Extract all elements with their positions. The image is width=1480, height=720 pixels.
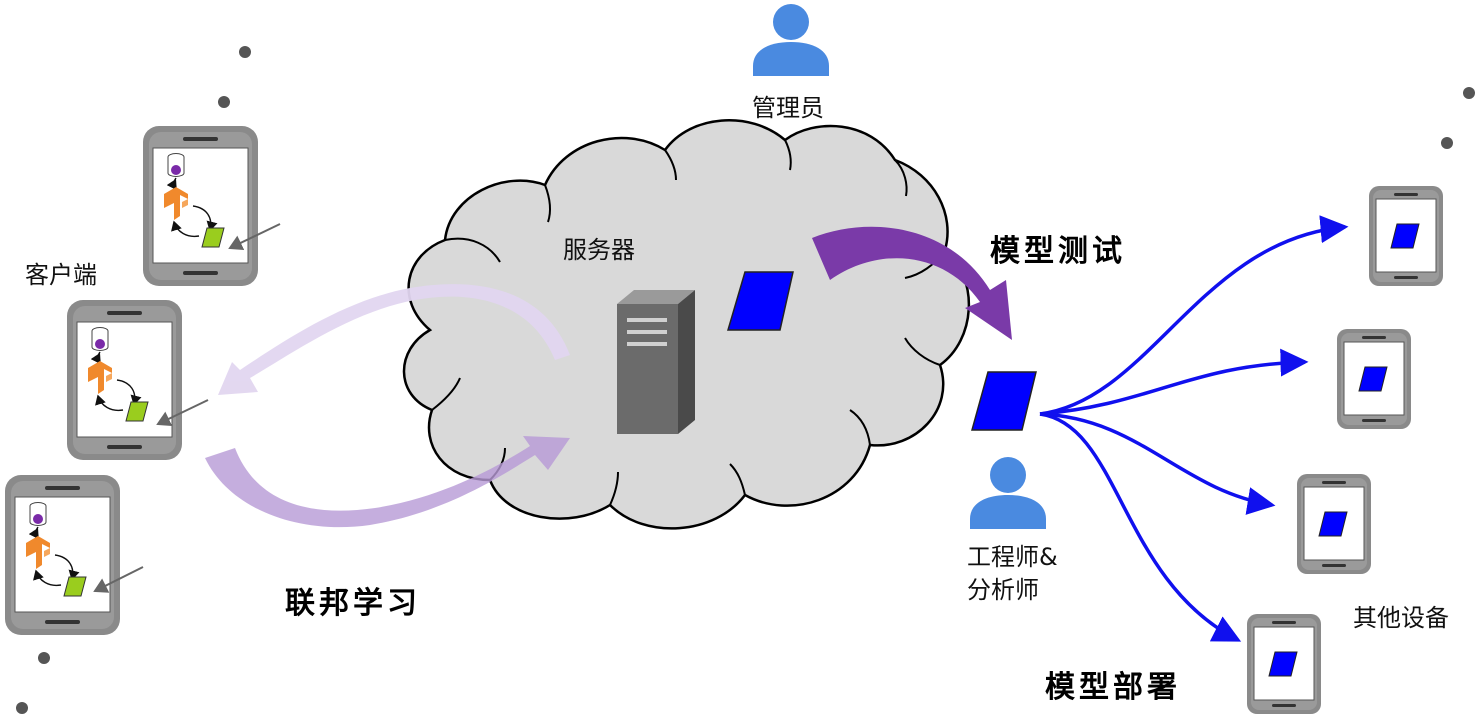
model-deployment-label: 模型部署 <box>1045 670 1181 705</box>
model-deployment-arrows <box>1039 215 1349 642</box>
client-phone-2 <box>67 300 182 460</box>
decorative-dots <box>16 46 1475 714</box>
client-phone-2-pointer <box>156 399 209 427</box>
client-phone-1-pointer <box>228 223 281 251</box>
client-phone-1 <box>143 126 258 286</box>
admin-label: 管理员 <box>752 94 824 122</box>
device-phone-3 <box>1296 473 1372 575</box>
client-phone-3 <box>5 475 120 635</box>
model-testing-arrow <box>812 226 1012 340</box>
engineer-model-parallelogram-icon <box>971 371 1037 431</box>
engineer-label-line1: 工程师& <box>967 543 1058 571</box>
client-phone-3-pointer <box>93 566 144 593</box>
other-devices-label: 其他设备 <box>1353 604 1449 632</box>
server-label: 服务器 <box>563 236 635 264</box>
server-tower-icon <box>617 290 695 434</box>
device-phone-2 <box>1336 328 1412 430</box>
clients-label: 客户端 <box>25 261 97 289</box>
server-model-parallelogram-icon <box>726 271 794 331</box>
federated-learning-label: 联邦学习 <box>285 586 421 621</box>
device-phone-1 <box>1368 185 1444 287</box>
engineer-person-icon <box>970 457 1046 529</box>
device-phone-4 <box>1246 613 1322 715</box>
admin-person-icon <box>753 4 829 76</box>
model-testing-label: 模型测试 <box>990 234 1126 269</box>
engineer-label-line2: 分析师 <box>967 576 1039 604</box>
federated-learning-arrow-out <box>205 284 570 528</box>
